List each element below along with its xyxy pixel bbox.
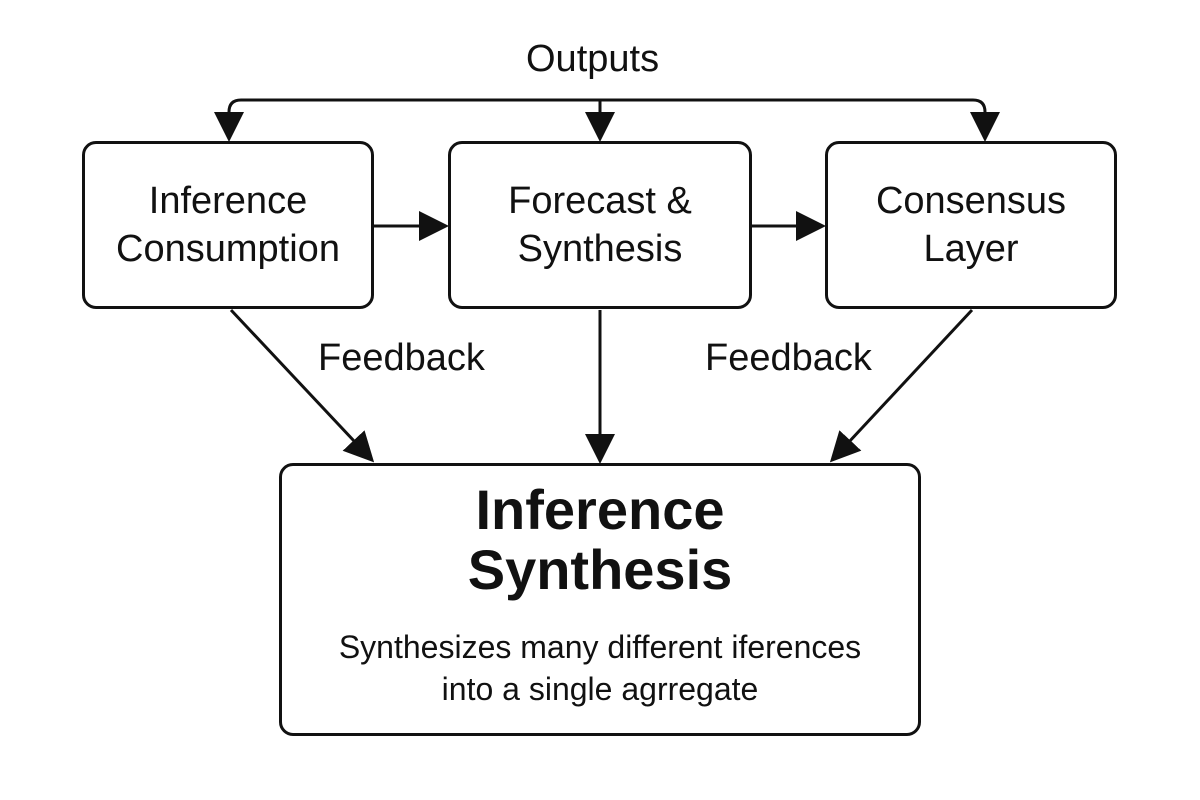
inference-synthesis-title: Inference Synthesis — [467, 477, 733, 601]
inference-synthesis-description: Synthesizes many different iferences int… — [338, 628, 862, 707]
inference-consumption-box: Inference Consumption — [82, 141, 374, 309]
feedback-left-label: Feedback — [318, 337, 485, 379]
feedback-right-label: Feedback — [705, 337, 872, 379]
inference-synthesis-box: Inference Synthesis Synthesizes many dif… — [279, 463, 921, 736]
forecast-synthesis-label: Forecast & Synthesis — [508, 180, 692, 270]
consensus-to-synthesis-arrow — [829, 308, 974, 463]
outputs-label: Outputs — [526, 38, 660, 80]
consensus-layer-label: Consensus Layer — [875, 180, 1067, 270]
consensus-layer-box: Consensus Layer — [825, 141, 1117, 309]
consumption-to-synthesis-arrow — [229, 308, 375, 463]
forecast-synthesis-box: Forecast & Synthesis — [448, 141, 752, 309]
inference-consumption-label: Inference Consumption — [116, 180, 340, 270]
outputs-bus-line — [227, 98, 1000, 142]
